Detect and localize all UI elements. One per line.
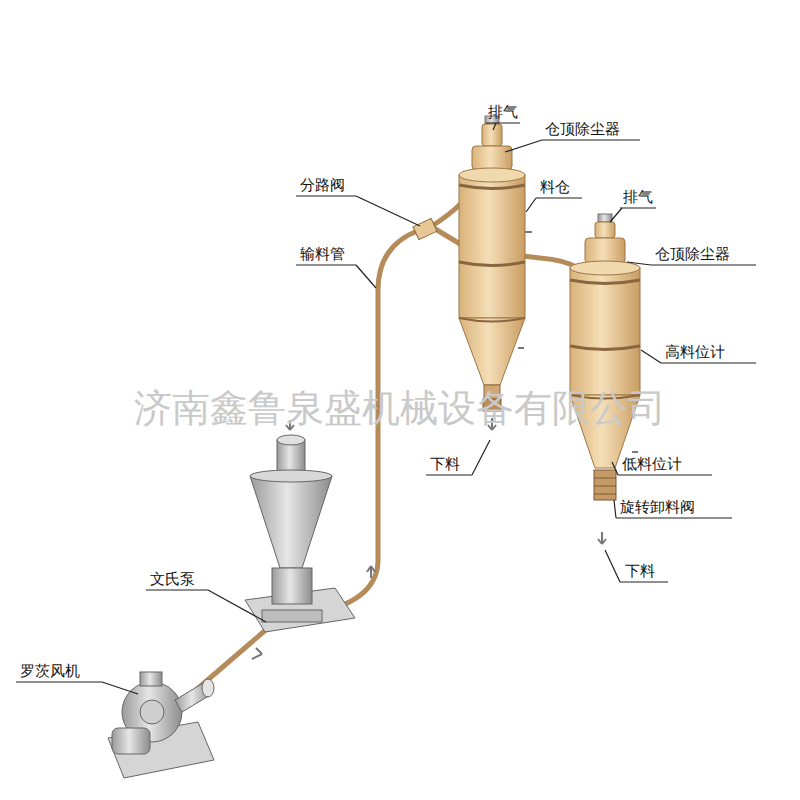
part-label: 低料位计 (622, 455, 682, 473)
part-label: 高料位计 (665, 343, 725, 361)
part-label: 排气 (488, 103, 518, 121)
part-label: 旋转卸料阀 (620, 498, 695, 516)
conveying-pipe (196, 180, 480, 690)
silo-1 (459, 116, 532, 411)
part-label: 仓顶除尘器 (545, 120, 620, 138)
watermark: 济南鑫鲁泉盛机械设备有限公司 (134, 386, 666, 430)
part-label: 罗茨风机 (20, 662, 80, 680)
venturi-pump (245, 435, 355, 632)
part-label: 仓顶除尘器 (655, 245, 730, 263)
part-label: 输料管 (300, 245, 345, 263)
roots-blower (108, 672, 214, 778)
part-label: 分路阀 (300, 176, 345, 194)
part-label: 下料 (430, 455, 460, 473)
part-label: 下料 (625, 562, 655, 580)
leader-lines (16, 123, 756, 694)
part-label: 文氏泵 (150, 570, 195, 588)
part-label: 料仓 (540, 178, 570, 196)
flow-arrows (252, 418, 606, 659)
diverter-valve (413, 218, 437, 239)
part-label: 排气 (623, 188, 653, 206)
